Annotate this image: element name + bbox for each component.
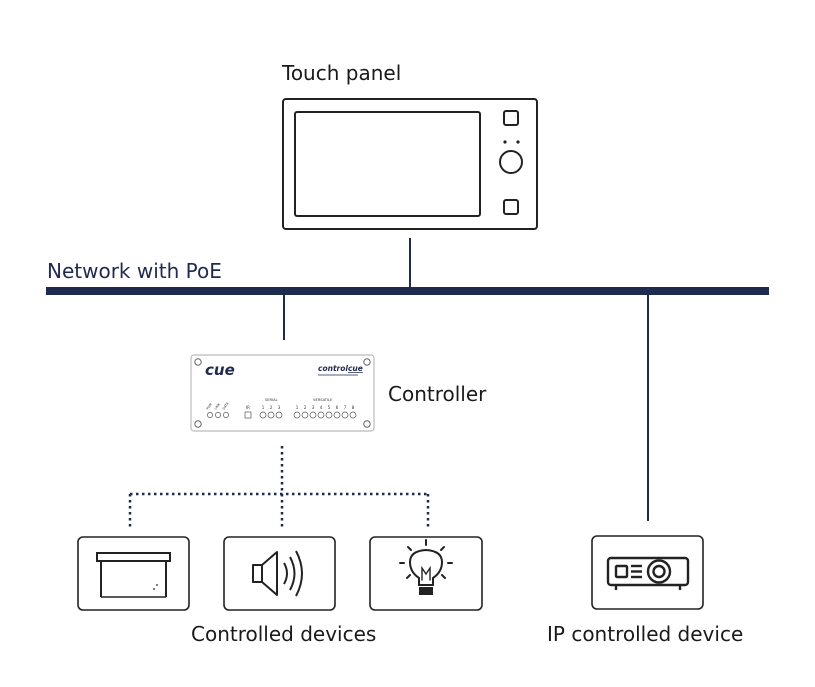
controller-brand: controlcue: [318, 364, 363, 373]
speaker-device-box: [223, 536, 336, 611]
io-port: [293, 411, 301, 419]
io-port-label: 8: [352, 405, 355, 410]
ir-label: IR: [246, 405, 250, 410]
io-port-label: 2: [304, 405, 307, 410]
speaker-icon: [252, 550, 303, 597]
projector-icon: [606, 556, 690, 590]
io-port: [309, 411, 317, 419]
io-port-label: 7: [344, 405, 347, 410]
status-led: [223, 412, 229, 418]
io-port-label: 4: [320, 405, 323, 410]
control-wiring: [128, 446, 430, 528]
touch-panel-icon: [282, 98, 538, 230]
serial-port: [267, 411, 275, 419]
status-led-label: LINK: [214, 402, 222, 411]
serial-port-label: 1: [262, 405, 265, 410]
status-led: [207, 412, 213, 418]
serial-port-label: 3: [278, 405, 281, 410]
serial-port: [275, 411, 283, 419]
io-port-label: 6: [336, 405, 339, 410]
io-port: [301, 411, 309, 419]
status-led: [215, 412, 221, 418]
io-title: VERSATILE: [313, 398, 333, 402]
controller-logo: cue: [205, 361, 235, 379]
controlled-devices-label: Controlled devices: [191, 622, 377, 646]
ir-port: [244, 411, 252, 419]
io-port-label: 1: [296, 405, 299, 410]
network-bus: [46, 287, 769, 295]
serial-port-label: 2: [270, 405, 273, 410]
io-port: [325, 411, 333, 419]
serial-port: [259, 411, 267, 419]
controller-label: Controller: [388, 382, 487, 406]
io-port: [349, 411, 357, 419]
io-port: [341, 411, 349, 419]
status-led-label: DATA: [222, 401, 230, 411]
network-label: Network with PoE: [47, 259, 222, 283]
io-port-label: 3: [312, 405, 315, 410]
io-port: [317, 411, 325, 419]
serial-title: SERIAL: [265, 398, 278, 402]
io-port-label: 5: [328, 405, 331, 410]
projection-screen-icon: [96, 552, 171, 598]
ip-device-label: IP controlled device: [547, 622, 744, 646]
screen-device-box: [77, 536, 190, 611]
light-bulb-icon: [399, 539, 453, 595]
status-led-label: PWR: [206, 402, 214, 411]
touch-panel-label: Touch panel: [282, 61, 402, 85]
io-port: [333, 411, 341, 419]
